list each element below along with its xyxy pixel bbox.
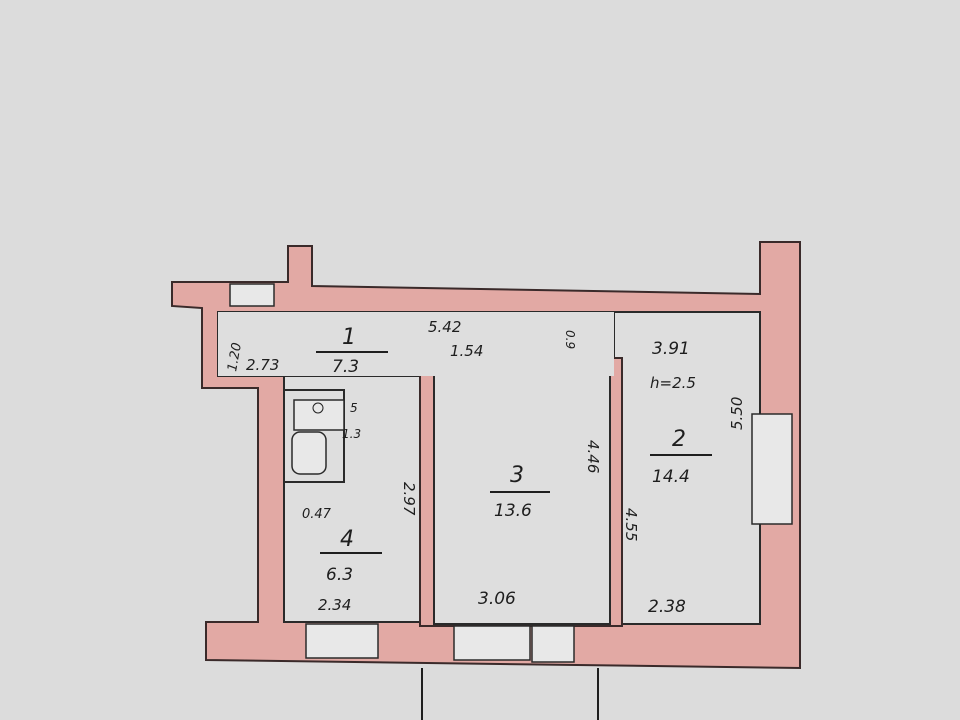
dimension: 2.38 — [648, 597, 686, 617]
sink-icon — [293, 399, 345, 431]
room-area: 13.6 — [494, 501, 532, 521]
dimension: 0.9 — [563, 330, 577, 349]
dimension: 1.54 — [450, 342, 483, 360]
room-3 — [433, 371, 611, 625]
room-number: 1 — [342, 325, 356, 350]
dimension: 3.06 — [478, 589, 516, 609]
dimension: 5.50 — [728, 397, 746, 430]
room-4-kitchen — [283, 375, 425, 623]
dimension: 1.20 — [225, 342, 245, 373]
drain-icon — [312, 402, 324, 414]
window — [453, 625, 531, 661]
room-area: 7.3 — [332, 357, 359, 377]
room-number: 2 — [672, 427, 686, 452]
bathtub-icon — [291, 431, 327, 475]
dimension: 2.97 — [400, 482, 418, 516]
room-number: 5 — [350, 401, 358, 415]
room-area: 6.3 — [326, 565, 353, 585]
dimension: 2.34 — [318, 596, 351, 614]
dimension: 4.46 — [584, 440, 602, 473]
ceiling-height: h=2.5 — [650, 374, 696, 392]
dimension: 2.73 — [246, 356, 279, 374]
room-area: 14.4 — [652, 467, 690, 487]
dimension: 0.47 — [302, 507, 332, 522]
room-number: 4 — [340, 527, 354, 552]
room-area: 1.3 — [342, 427, 361, 441]
dimension: 4.55 — [622, 508, 640, 541]
window — [305, 623, 379, 659]
window — [229, 283, 275, 307]
dimension: 3.91 — [652, 339, 690, 359]
dimension: 5.42 — [428, 318, 461, 336]
balcony — [421, 668, 599, 720]
window — [751, 413, 793, 525]
room-number: 3 — [510, 463, 524, 488]
room-2 — [613, 311, 761, 625]
hall-fill — [218, 312, 614, 376]
balcony-door — [531, 625, 575, 663]
